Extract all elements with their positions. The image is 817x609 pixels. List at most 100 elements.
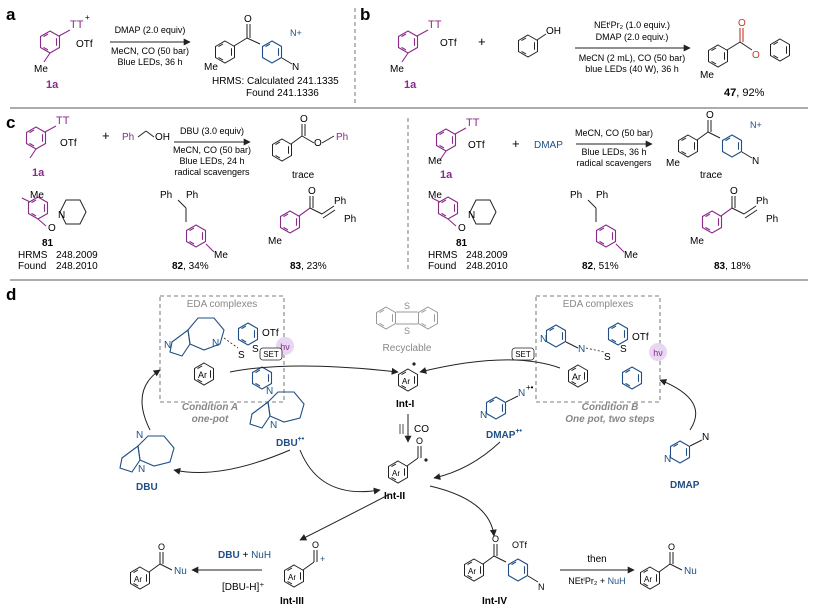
sulfur-label: S xyxy=(238,350,245,361)
amine-n: N xyxy=(212,338,219,349)
trace-result: trace xyxy=(292,170,315,181)
dbu-radical-cation xyxy=(249,391,305,429)
pyridine-n: N xyxy=(664,454,671,465)
methyl-label: Me xyxy=(390,64,404,75)
phenyl-label: Ph xyxy=(570,190,582,201)
sulfur-label: S xyxy=(604,352,611,363)
hrms-found: Found 241.1336 xyxy=(246,88,319,99)
hydroxyl-label: OH xyxy=(546,26,561,37)
ester-o: O xyxy=(752,50,760,61)
dmap-label: DMAP xyxy=(534,140,563,151)
aryl-label: Ar xyxy=(468,567,476,576)
cycle-arrow-to-int-4 xyxy=(429,485,497,537)
phenyl-label: Ph xyxy=(122,132,134,143)
nu-label: Nu xyxy=(174,566,187,577)
otf-label: OTf xyxy=(76,39,93,50)
methyl-label: Me xyxy=(428,156,442,167)
nitrogen-label: N xyxy=(58,210,65,221)
hv-label: hν xyxy=(280,342,290,352)
reagent-1a-structure xyxy=(397,29,429,63)
tempo-adduct-81 xyxy=(21,196,87,227)
hrms-calculated: HRMS: Calculated 241.1335 xyxy=(212,76,339,87)
plus-sign: + xyxy=(512,136,520,151)
compound-82-label: 82, 34% xyxy=(172,261,209,272)
compound-83-label: 83, 23% xyxy=(290,261,327,272)
methyl-label: Me xyxy=(34,64,48,75)
tt-label: TT xyxy=(70,19,84,31)
phenyl-label: Ph xyxy=(596,190,608,201)
condition-a-title: Condition A xyxy=(182,402,238,413)
condition-text: Blue LEDs, 36 h xyxy=(117,57,182,67)
tt-label: TT xyxy=(428,19,442,31)
dbu-h-byproduct: [DBU-H]⁺ xyxy=(222,582,265,593)
plus-charge: + xyxy=(85,13,90,22)
tempo-adduct-81 xyxy=(431,196,497,227)
aryl-label: Ar xyxy=(198,370,207,380)
condition-b-subtitle: One pot, two steps xyxy=(565,414,655,425)
pyridine-n: N xyxy=(480,410,487,421)
benzyl-ester-structure xyxy=(272,124,335,162)
compound-id-1a: 1a xyxy=(440,169,453,181)
net-nuh-reagent: NEtⁱPr₂ + NuH xyxy=(568,576,625,586)
cyclohexanol-structure xyxy=(518,34,538,58)
condition-text: Blue LEDs, 24 h xyxy=(179,156,244,166)
thianthrene-structure xyxy=(376,306,438,330)
hrms-label: HRMS xyxy=(428,250,458,261)
compound-id-81: 81 xyxy=(456,238,468,249)
panel-label-a: a xyxy=(6,5,16,24)
cycle-arrow-set-right xyxy=(419,359,561,374)
amine-n: N xyxy=(270,420,277,431)
condition-text: MeCN (2 mL), CO (50 bar) xyxy=(579,53,686,63)
cycle-arrow-set-left xyxy=(229,365,399,375)
int-1-label: Int-I xyxy=(396,399,415,410)
nme2: N xyxy=(292,62,299,73)
methyl-label: Me xyxy=(204,62,218,73)
amide-product-right xyxy=(640,552,683,590)
hv-label: hν xyxy=(653,348,663,358)
acyl-dmap-salt-structure xyxy=(464,544,539,583)
reagent-1a-structure xyxy=(39,29,71,63)
radical-dot xyxy=(412,362,416,366)
aryl-label: Ar xyxy=(644,575,652,584)
panel-label-b: b xyxy=(360,5,370,24)
trace-result: trace xyxy=(700,170,723,181)
radical-dot xyxy=(424,458,428,462)
tt-label: TT xyxy=(56,115,70,127)
methyl-label: Me xyxy=(690,236,704,247)
condition-text: NEtⁱPr₂ (1.0 equiv.) xyxy=(594,20,670,30)
ester-47-structure xyxy=(708,28,790,68)
int-3-label: Int-III xyxy=(280,596,304,607)
found-label: Found xyxy=(428,261,456,272)
compound-82-structure xyxy=(587,199,625,253)
dmap-structure xyxy=(669,439,703,464)
compound-id-1a: 1a xyxy=(32,167,45,179)
acylium-structure xyxy=(284,550,318,588)
compound-82-structure xyxy=(177,199,215,253)
then-label: then xyxy=(587,554,606,565)
condition-text: MeCN, CO (50 bar) xyxy=(575,128,653,138)
n-plus: N+ xyxy=(750,120,762,130)
eda-title-right: EDA complexes xyxy=(563,299,634,310)
dbu-nuh-reagent: DBU + NuH xyxy=(218,550,271,561)
found-value: 248.2010 xyxy=(56,261,98,272)
carbonyl-o: O xyxy=(416,436,423,446)
otf-label: OTf xyxy=(60,138,77,149)
amine-n: N xyxy=(138,464,145,475)
dmap-radical-label: DMAP+• xyxy=(486,428,523,441)
hrms-label: HRMS xyxy=(18,250,48,261)
amine-n: N xyxy=(518,388,525,399)
dmap-eda-structure xyxy=(545,322,643,390)
imine-n: N xyxy=(266,386,273,397)
condition-text: blue LEDs (40 W), 36 h xyxy=(585,64,679,74)
condition-text: radical scavengers xyxy=(174,167,250,177)
set-label: SET xyxy=(515,350,531,359)
eda-complex-box-right xyxy=(535,295,661,403)
carbonyl-o: O xyxy=(730,186,738,197)
otf-label: OTf xyxy=(262,328,279,339)
carbonyl-o: O xyxy=(300,114,308,125)
carbonyl-o: O xyxy=(492,534,499,544)
phenyl-label: Ph xyxy=(344,214,356,225)
acyl-pyridinium-structure xyxy=(678,120,753,159)
carbonyl-o: O xyxy=(158,542,165,552)
